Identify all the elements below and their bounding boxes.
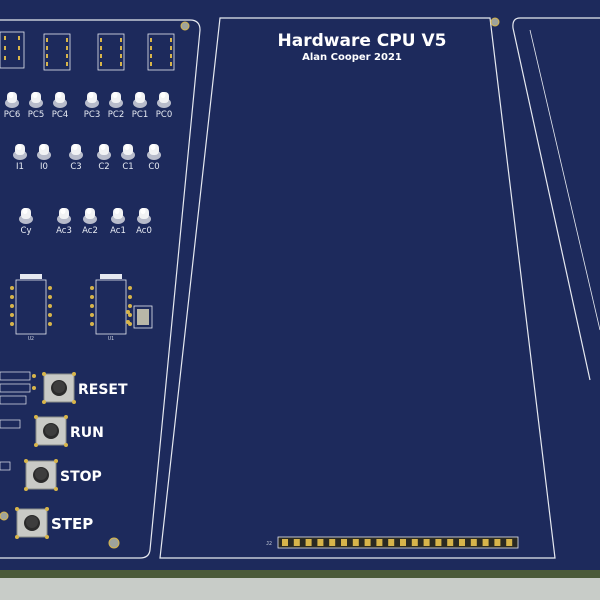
led-label: C1	[122, 162, 133, 172]
header-pin	[435, 539, 442, 546]
header-pin	[364, 539, 371, 546]
led-label: C2	[98, 162, 109, 172]
pushbutton-label: RESET	[78, 382, 128, 398]
led: Ac3	[56, 208, 72, 236]
header-pin	[352, 539, 359, 546]
header-pin	[400, 539, 406, 546]
ic-u2-ref: U1	[108, 336, 114, 342]
top-chip-row	[0, 31, 175, 71]
pushbutton-label: RUN	[70, 425, 104, 441]
resistor	[126, 305, 153, 329]
led-label: Ac1	[110, 226, 126, 236]
ic-u2: U1	[90, 274, 132, 342]
header-pin	[494, 539, 501, 546]
led-label: PC4	[52, 110, 68, 120]
led: I1	[13, 144, 27, 172]
pushbutton-reset[interactable]: RESET	[42, 372, 128, 404]
led-label: PC3	[84, 110, 100, 120]
header-pin	[341, 539, 347, 546]
led-label: I0	[40, 162, 48, 172]
header-pin	[482, 539, 489, 546]
led: C1	[121, 144, 135, 172]
led: C2	[97, 144, 111, 172]
ic-u1: U2	[10, 274, 52, 342]
header-pin	[447, 539, 454, 546]
led-label: PC2	[108, 110, 124, 120]
led: Cy	[19, 208, 33, 236]
header-pin	[388, 539, 395, 546]
pushbutton-label: STEP	[51, 515, 93, 533]
led: Ac2	[82, 208, 98, 236]
header-pin	[411, 539, 418, 546]
header-pin	[459, 539, 465, 546]
board-subtitle: Alan Cooper 2021	[302, 52, 402, 63]
led-label: I1	[16, 162, 24, 172]
led-label: Ac3	[56, 226, 72, 236]
header-pin	[293, 539, 300, 546]
header-pin	[282, 539, 288, 546]
header-pin	[329, 539, 336, 546]
pushbutton-stop[interactable]: STOP	[24, 459, 102, 491]
led-label: Ac2	[82, 226, 98, 236]
led: PC3	[84, 92, 100, 120]
led: PC0	[156, 92, 172, 120]
ic-u1-ref: U2	[28, 336, 34, 342]
right-panel-outline	[512, 17, 600, 381]
led: PC2	[108, 92, 124, 120]
header-pin	[376, 539, 383, 546]
led-label: PC1	[132, 110, 148, 120]
led-label: PC6	[4, 110, 20, 120]
led: Ac1	[110, 208, 126, 236]
led: PC1	[132, 92, 148, 120]
led: PC5	[28, 92, 44, 120]
led-label: PC0	[156, 110, 172, 120]
pushbutton-run[interactable]: RUN	[34, 415, 104, 447]
j2-header: J2	[266, 536, 519, 549]
header-pin	[506, 539, 513, 546]
pushbutton-label: STOP	[60, 469, 102, 485]
mount-hole	[108, 537, 120, 549]
mount-hole	[180, 21, 190, 31]
j2-ref: J2	[266, 541, 272, 547]
led-label: Cy	[21, 226, 32, 236]
left-panel-outline	[0, 19, 201, 559]
pcb-board	[0, 0, 600, 572]
passives	[0, 371, 36, 471]
led: PC6	[4, 92, 20, 120]
led-label: Ac0	[136, 226, 152, 236]
header-pin	[305, 539, 312, 546]
breadboard-outline	[159, 17, 556, 559]
pcb-edge	[0, 570, 600, 578]
led: Ac0	[136, 208, 152, 236]
mount-hole	[0, 511, 9, 521]
mount-hole	[490, 17, 500, 27]
header-pin	[470, 539, 477, 546]
board-title: Hardware CPU V5	[278, 31, 447, 51]
led: C3	[69, 144, 83, 172]
led: C0	[147, 144, 161, 172]
led-label: PC5	[28, 110, 44, 120]
led: I0	[37, 144, 51, 172]
pushbutton-step[interactable]: STEP	[15, 507, 93, 539]
header-pin	[423, 539, 430, 546]
header-pin	[317, 539, 324, 546]
led-label: C0	[148, 162, 159, 172]
led-label: C3	[70, 162, 81, 172]
button-layer: RESET RUN STOP STEP	[15, 372, 128, 539]
led: PC4	[52, 92, 68, 120]
